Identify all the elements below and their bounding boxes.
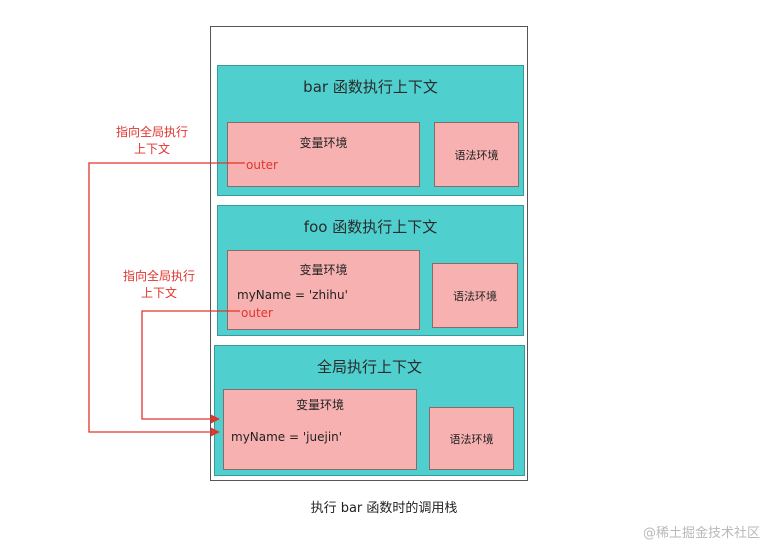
global-context-title: 全局执行上下文	[316, 358, 422, 376]
global-variable-myname: myName = 'juejin'	[231, 430, 343, 444]
foo-lexical-environment-title: 语法环境	[453, 289, 497, 303]
watermark: @稀土掘金技术社区	[642, 526, 760, 541]
bar-outer-arrow	[88, 162, 245, 437]
global-execution-context: 全局执行上下文 变量环境 myName = 'juejin' 语法环境	[214, 345, 525, 476]
foo-outer-annotation: 指向全局执行 上下文	[107, 268, 211, 302]
bar-context-title: bar 函数执行上下文	[303, 78, 438, 96]
bar-lexical-environment-title: 语法环境	[454, 148, 499, 162]
foo-outer-label: outer	[241, 306, 273, 320]
global-lexical-environment-title: 语法环境	[449, 432, 494, 446]
diagram-caption: 执行 bar 函数时的调用栈	[310, 501, 458, 516]
global-variable-environment-title: 变量环境	[295, 398, 344, 412]
bar-outer-label: outer	[246, 158, 278, 172]
bar-outer-annotation-line2: 上下文	[133, 142, 170, 156]
bar-execution-context: bar 函数执行上下文 变量环境 outer 语法环境	[217, 65, 524, 196]
global-lexical-environment: 语法环境	[429, 407, 514, 470]
foo-outer-annotation-line2: 上下文	[140, 286, 177, 300]
foo-variable-myname: myName = 'zhihu'	[237, 288, 348, 302]
bar-outer-annotation-line1: 指向全局执行	[115, 125, 188, 139]
foo-context-title: foo 函数执行上下文	[303, 218, 438, 236]
foo-outer-annotation-line1: 指向全局执行	[122, 269, 195, 283]
bar-outer-annotation: 指向全局执行 上下文	[100, 124, 204, 158]
foo-variable-environment-title: 变量环境	[299, 263, 348, 277]
bar-variable-environment-title: 变量环境	[299, 136, 348, 150]
foo-execution-context: foo 函数执行上下文 变量环境 myName = 'zhihu' outer …	[217, 205, 524, 336]
foo-lexical-environment: 语法环境	[432, 263, 518, 328]
foo-outer-arrow	[141, 310, 240, 424]
bar-variable-environment: 变量环境 outer	[227, 122, 420, 187]
foo-variable-environment: 变量环境 myName = 'zhihu' outer	[227, 250, 420, 330]
global-variable-environment: 变量环境 myName = 'juejin'	[223, 389, 417, 470]
bar-lexical-environment: 语法环境	[434, 122, 519, 187]
call-stack: bar 函数执行上下文 变量环境 outer 语法环境 foo 函数执行上下文 …	[210, 26, 528, 481]
